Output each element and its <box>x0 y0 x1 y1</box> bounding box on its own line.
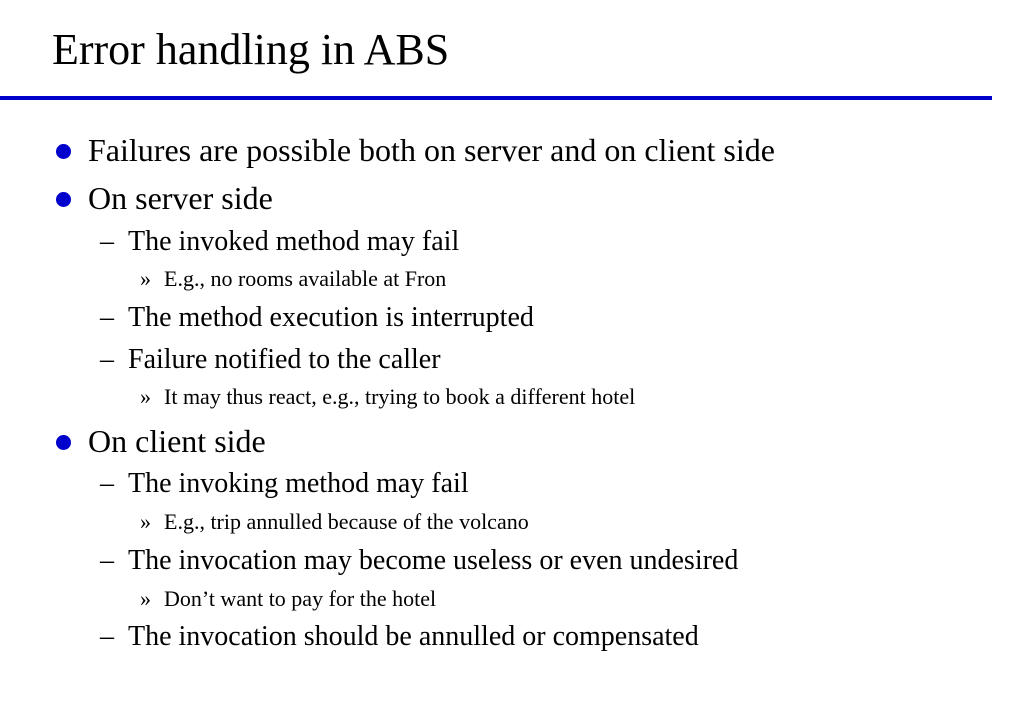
dash-marker-icon: – <box>100 545 114 576</box>
bullet-level1: On server side <box>88 180 273 216</box>
bullet-level2: Failure notified to the caller <box>128 344 441 375</box>
bullet-dot-icon <box>56 435 71 450</box>
dash-marker-icon: – <box>100 226 114 257</box>
bullet-dot-icon <box>56 144 71 159</box>
guillemet-marker-icon: » <box>140 266 151 291</box>
bullet-dot-icon <box>56 192 71 207</box>
guillemet-marker-icon: » <box>140 384 151 409</box>
bullet-level2: The invoking method may fail <box>128 468 469 499</box>
bullet-level2: The invocation may become useless or eve… <box>128 545 739 576</box>
bullet-level2: The method execution is interrupted <box>128 302 534 333</box>
bullet-level3: E.g., trip annulled because of the volca… <box>164 509 529 534</box>
dash-marker-icon: – <box>100 344 114 375</box>
title-divider <box>0 96 992 100</box>
bullet-level3: It may thus react, e.g., trying to book … <box>164 384 636 409</box>
dash-marker-icon: – <box>100 302 114 333</box>
bullet-level2: The invocation should be annulled or com… <box>128 621 699 652</box>
dash-marker-icon: – <box>100 621 114 652</box>
guillemet-marker-icon: » <box>140 509 151 534</box>
bullet-level2: The invoked method may fail <box>128 226 460 257</box>
slide-title: Error handling in ABS <box>52 25 450 74</box>
bullet-level3: Don’t want to pay for the hotel <box>164 586 437 611</box>
dash-marker-icon: – <box>100 468 114 499</box>
bullet-level1: Failures are possible both on server and… <box>88 132 775 168</box>
bullet-level3: E.g., no rooms available at Fron <box>164 266 447 291</box>
bullet-level1: On client side <box>88 423 266 459</box>
guillemet-marker-icon: » <box>140 586 151 611</box>
